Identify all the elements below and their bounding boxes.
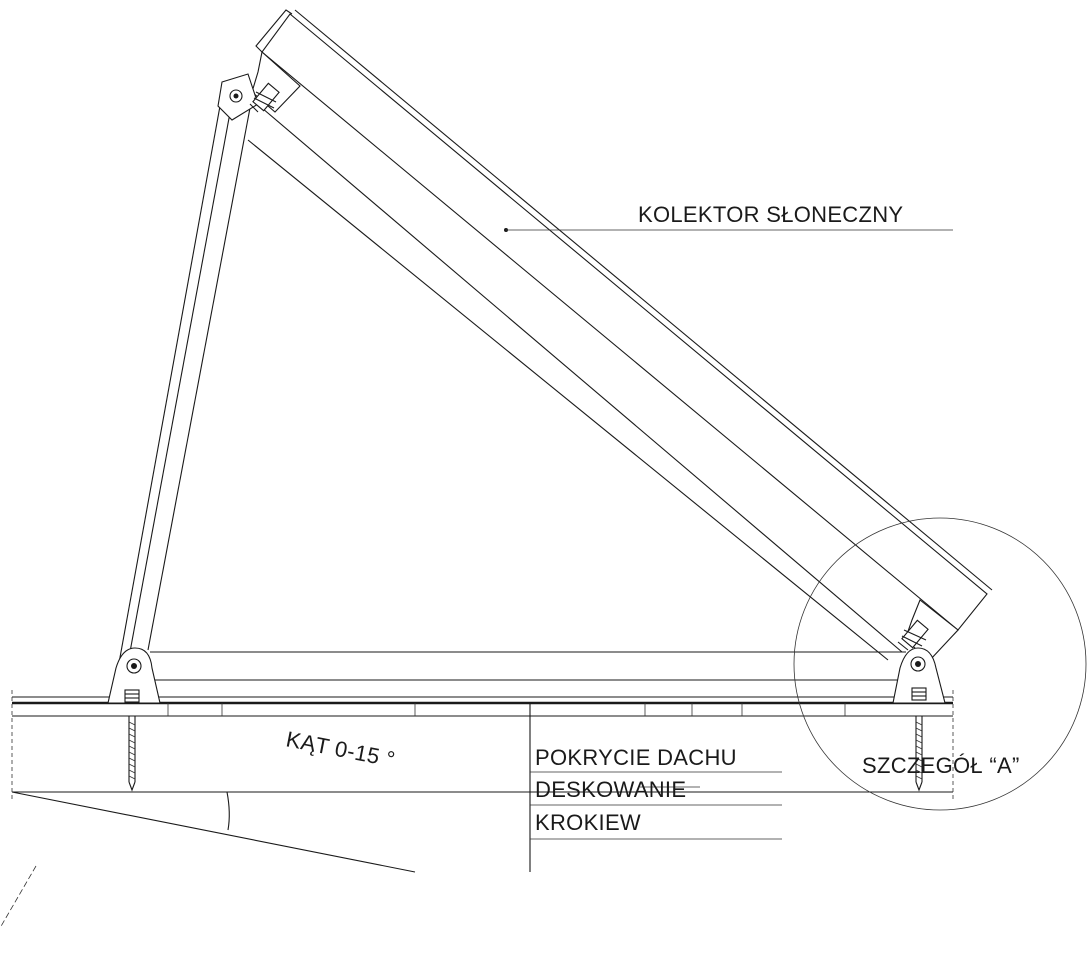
rafter-label: KROKIEW	[535, 810, 641, 835]
roof-cover-label: POKRYCIE DACHU	[535, 745, 737, 770]
angle-indicator: KĄT 0-15 °	[0, 726, 416, 929]
left-screw-icon	[128, 716, 136, 792]
diagonal-brace	[247, 107, 903, 661]
bottom-pivot	[897, 619, 929, 651]
solar-collector-panel	[251, 9, 993, 661]
board-joints	[167, 703, 846, 716]
collector-callout: KOLEKTOR SŁONECZNY	[504, 202, 953, 232]
angle-dashed-line	[0, 865, 37, 929]
angle-arc	[226, 791, 230, 831]
roof-structure	[11, 690, 954, 872]
right-foot-bracket	[889, 647, 949, 792]
boarding-label: DESKOWANIE	[535, 777, 686, 802]
base-rail	[150, 651, 906, 681]
layer-labels: POKRYCIE DACHU DESKOWANIE KROKIEW	[530, 745, 782, 840]
left-foot-bracket	[104, 647, 164, 792]
angle-label: KĄT 0-15 °	[284, 726, 397, 772]
detail-a-label: SZCZEGÓŁ “A”	[862, 753, 1020, 778]
angle-ray	[11, 791, 416, 873]
left-foot-nut-icon	[124, 689, 140, 703]
top-pivot	[217, 73, 280, 121]
collector-label: KOLEKTOR SŁONECZNY	[638, 202, 903, 227]
rear-leg	[114, 94, 251, 686]
detail-a-circle	[793, 517, 1087, 811]
top-bolt-nut-icon	[249, 82, 280, 113]
right-screw-icon	[915, 716, 923, 792]
bottom-bolt-nut-icon	[897, 619, 929, 651]
right-foot-nut-icon	[911, 687, 927, 701]
